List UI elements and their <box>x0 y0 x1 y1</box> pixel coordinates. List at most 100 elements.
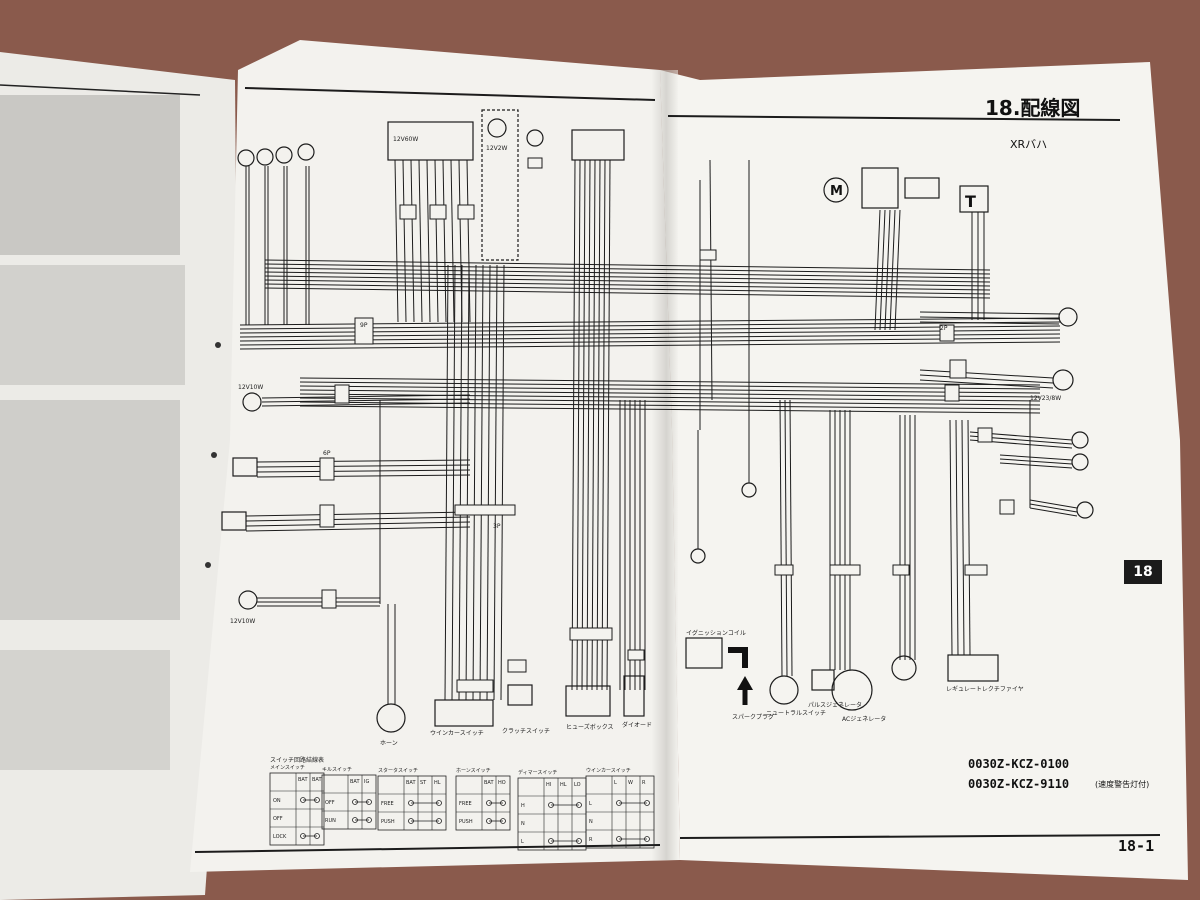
connector <box>319 457 335 481</box>
switch-table <box>377 775 447 831</box>
front-winker-socket <box>232 457 258 477</box>
table-col-header: HI <box>546 782 551 788</box>
part-number-2: 0030Z-KCZ-9110 <box>968 777 1070 791</box>
spark-plug-label: スパークプラグ <box>732 714 775 721</box>
meter-lamp <box>256 148 274 166</box>
center-harness <box>486 264 491 701</box>
connector <box>949 359 967 379</box>
winker-feed <box>256 474 471 478</box>
connector <box>454 504 516 516</box>
table-col-header: ST <box>420 780 427 786</box>
ac-generator-label: ACジェネレータ <box>842 716 887 723</box>
fuse-box-label: ヒューズボックス <box>566 724 614 731</box>
left-page-gray-block-3 <box>0 400 180 620</box>
switch-lead <box>709 159 713 401</box>
binder-hole <box>211 452 217 458</box>
switch-table-heading: スイッチ回路結線表 <box>270 756 324 764</box>
harness-wire <box>264 279 991 291</box>
harness-wire <box>239 341 1061 350</box>
connector-label: 6P <box>323 450 331 457</box>
front-winker <box>238 590 258 610</box>
harness-wire <box>239 325 1061 334</box>
winker-feed <box>999 454 1073 461</box>
speedometer-lead <box>450 159 455 323</box>
pulse-generator-label: パルスジェネレータ <box>808 702 863 709</box>
part-number-2-note: (速度警告灯付) <box>1095 780 1150 789</box>
connector <box>456 679 494 693</box>
neutral-lead <box>784 399 788 677</box>
connector <box>892 564 910 576</box>
switch-table-title: ホーンスイッチ <box>456 768 491 774</box>
speedometer-lead <box>402 159 407 323</box>
combination-lead <box>601 159 606 691</box>
connector <box>429 204 447 220</box>
part-number-1: 0030Z-KCZ-0100 <box>968 757 1070 771</box>
right-page <box>660 62 1188 880</box>
center-harness <box>444 264 449 701</box>
speedometer-lead <box>426 159 431 323</box>
neutral-lead <box>789 399 793 677</box>
table-connection-dot <box>616 800 622 806</box>
harness-wire <box>239 329 1061 338</box>
table-col-header: W <box>628 780 633 786</box>
connector <box>977 427 993 443</box>
winker-switch-label: ウインカースイッチ <box>430 730 484 737</box>
spark-plug-arrow <box>728 647 748 668</box>
harness-wire <box>299 401 1041 410</box>
headlight-box <box>481 109 519 261</box>
harness-wire <box>239 317 1061 326</box>
table-col-header: BAT <box>312 777 322 783</box>
table-row-label: LOCK <box>273 834 287 840</box>
left-page-rule <box>0 84 201 96</box>
connector <box>399 204 417 220</box>
connector <box>699 249 717 261</box>
regulator-rectifier <box>947 654 999 682</box>
relay-lead <box>874 209 881 331</box>
winker-feed <box>256 459 471 463</box>
combination-lead <box>571 159 576 691</box>
combination-connector <box>571 129 625 161</box>
footer-rule <box>679 834 1161 839</box>
center-harness <box>500 264 505 701</box>
relay-lead <box>879 209 886 331</box>
model-name: XRバハ <box>1010 138 1048 151</box>
table-row-label: PUSH <box>381 819 395 825</box>
connector <box>321 589 337 609</box>
center-harness <box>479 264 484 701</box>
headlight-bulb <box>487 118 507 138</box>
winker-feed <box>999 458 1073 465</box>
connector-label: 3P <box>493 523 501 530</box>
footer-rule <box>194 844 661 853</box>
table-col-header: LO <box>574 782 581 788</box>
table-row-label: RUN <box>325 818 336 824</box>
connector-label: 2P <box>940 325 948 332</box>
header-rule <box>667 115 1121 121</box>
connector <box>627 649 645 661</box>
page-number: 18-1 <box>1118 837 1155 855</box>
switch-table <box>321 774 377 830</box>
table-col-header: BAT <box>298 777 308 783</box>
relay-lead <box>884 209 891 331</box>
left-page-gray-block <box>0 95 180 255</box>
table-row-label: PUSH <box>459 819 473 825</box>
regulator-lead <box>967 419 971 656</box>
combination-lead <box>586 159 591 691</box>
combination-lead <box>606 159 611 691</box>
table-row-label: L <box>521 839 524 845</box>
center-harness <box>493 264 498 701</box>
winker-feed <box>245 511 471 517</box>
turn-signal-relay <box>741 482 757 498</box>
connector <box>999 499 1015 515</box>
connector <box>964 564 988 576</box>
table-connection-dot <box>486 800 492 806</box>
table-connection-dot <box>352 817 358 823</box>
tail-feed <box>919 379 1054 389</box>
combination-lead <box>591 159 596 691</box>
tail-feed <box>919 369 1054 379</box>
switch-table-title: ウインカースイッチ <box>586 767 631 774</box>
table-connection-dot <box>486 818 492 824</box>
harness-wire <box>264 263 991 275</box>
table-row-label: OFF <box>325 800 335 806</box>
table-row-label: ON <box>273 798 281 804</box>
